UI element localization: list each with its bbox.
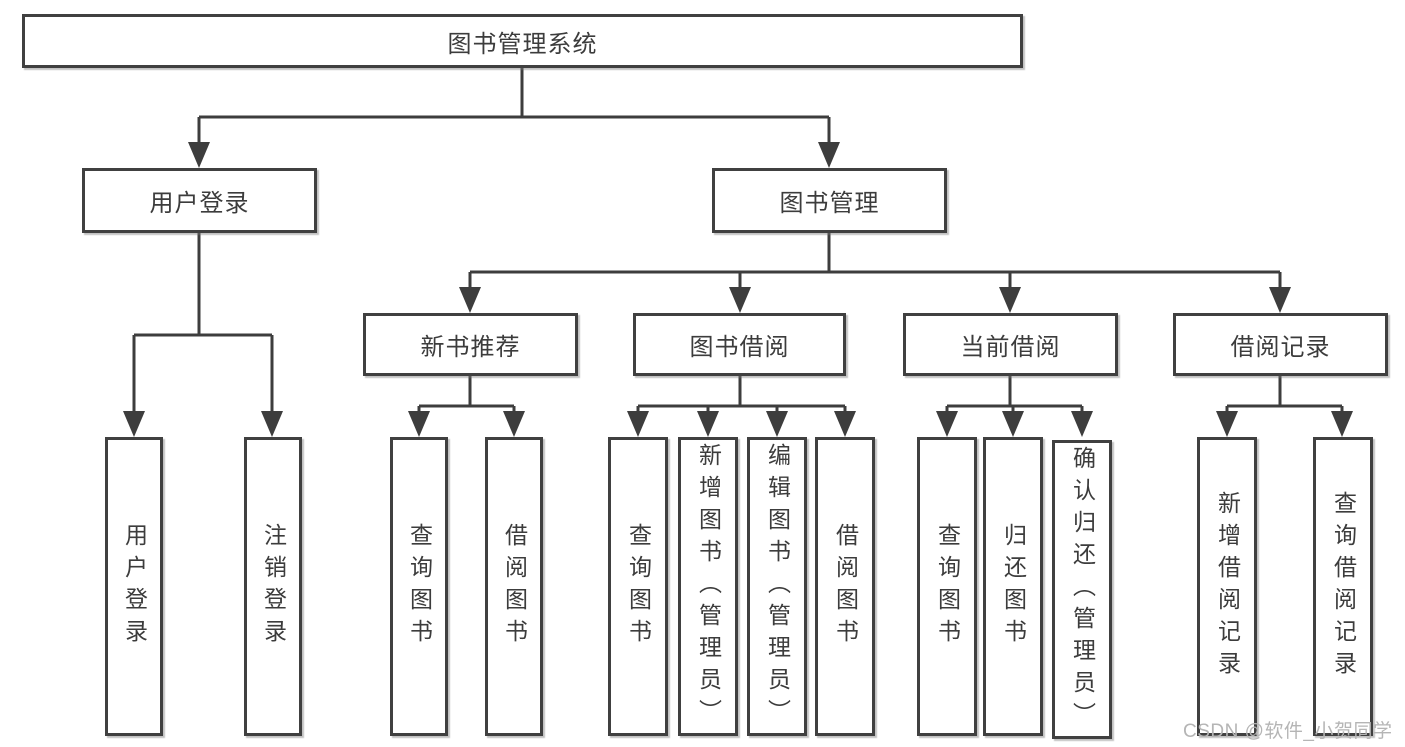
leaf-borrow-edit-book-admin: 编辑图书（管理员） (747, 437, 807, 736)
leaf-recommend-borrow-book: 借阅图书 (485, 437, 543, 736)
node-current-borrow: 当前借阅 (903, 313, 1118, 376)
leaf-logout: 注销登录 (244, 437, 302, 736)
leaf-records-add-record: 新增借阅记录 (1197, 437, 1257, 736)
leaf-current-query-book: 查询图书 (917, 437, 977, 736)
leaf-current-confirm-return-admin: 确认归还（管理员） (1052, 440, 1112, 739)
leaf-borrow-add-book-admin: 新增图书（管理员） (678, 437, 738, 736)
leaf-current-return-book: 归还图书 (983, 437, 1043, 736)
node-library-management-system: 图书管理系统 (22, 14, 1023, 68)
node-borrow-records: 借阅记录 (1173, 313, 1388, 376)
node-book-borrow: 图书借阅 (633, 313, 846, 376)
node-user-login: 用户登录 (82, 168, 317, 233)
leaf-records-query-record: 查询借阅记录 (1313, 437, 1373, 736)
leaf-borrow-query-book: 查询图书 (608, 437, 668, 736)
node-book-management: 图书管理 (712, 168, 947, 233)
leaf-borrow-borrow-book: 借阅图书 (815, 437, 875, 736)
leaf-user-login: 用户登录 (105, 437, 163, 736)
node-new-book-recommend: 新书推荐 (363, 313, 578, 376)
leaf-recommend-query-book: 查询图书 (390, 437, 448, 736)
csdn-watermark: CSDN @软件_小贺同学 (1183, 721, 1393, 742)
